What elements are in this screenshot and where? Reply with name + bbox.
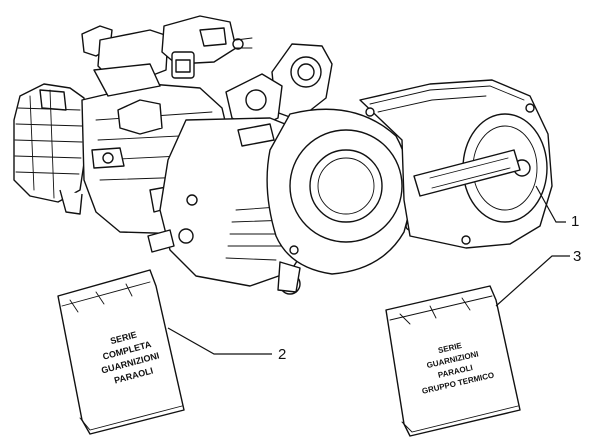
leader-line-1 (535, 185, 566, 223)
callout-3: 3 (495, 248, 581, 307)
callout-number-2: 2 (278, 346, 286, 363)
leader-line-3 (495, 255, 570, 307)
gasket-bag-thermal: SERIE GUARNIZIONI PARAOLI GRUPPO TERMICO (385, 285, 521, 437)
callout-number-1: 1 (571, 213, 579, 230)
leader-line-2 (167, 327, 272, 355)
gasket-bag-complete: SERIE COMPLETA GUARNIZIONI PARAOLI (57, 269, 185, 435)
callout-2: 2 (167, 327, 286, 363)
transmission-cover (359, 79, 553, 249)
callout-1: 1 (535, 185, 579, 230)
flywheel-cover (266, 108, 415, 275)
intake-manifold (81, 15, 253, 97)
callout-number-3: 3 (573, 248, 581, 265)
engine-assembly (13, 15, 553, 295)
cylinder-head (13, 83, 87, 215)
engine-mount (225, 43, 333, 131)
